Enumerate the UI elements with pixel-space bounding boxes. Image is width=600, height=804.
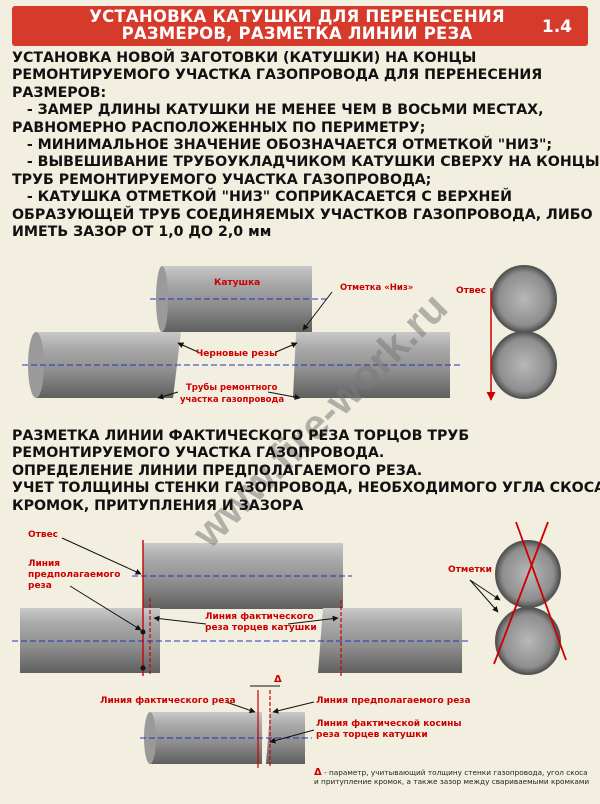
cross-section-top xyxy=(491,265,557,333)
leader-otves-2 xyxy=(61,537,142,575)
right-pipe xyxy=(293,332,450,398)
note-text-2: и притупление кромок, а также зазор межд… xyxy=(314,777,590,786)
intro-line: - ЗАМЕР ДЛИНЫ КАТУШКИ НЕ МЕНЕЕ ЧЕМ В ВОС… xyxy=(12,102,544,119)
section2-line: УЧЕТ ТОЛЩИНЫ СТЕНКИ ГАЗОПРОВОДА, НЕОБХОД… xyxy=(12,480,600,497)
label-chernovye-rezy: Черновые резы xyxy=(196,349,278,359)
note-text-1: - параметр, учитывающий толщину стенки г… xyxy=(321,768,588,777)
section2-text: РАЗМЕТКА ЛИНИИ ФАКТИЧЕСКОГО РЕЗА ТОРЦОВ … xyxy=(12,428,600,515)
label-predp-2: предполагаемого xyxy=(28,570,121,580)
intro-line: ОБРАЗУЮЩЕЙ ТРУБ СОЕДИНЯЕМЫХ УЧАСТКОВ ГАЗ… xyxy=(12,206,593,223)
label-otves-2: Отвес xyxy=(28,530,59,540)
label-predp-1: Линия xyxy=(28,559,61,569)
intro-line: РЕМОНТИРУЕМОГО УЧАСТКА ГАЗОПРОВОДА ДЛЯ П… xyxy=(12,67,543,84)
leader-truby-1 xyxy=(157,391,179,400)
label-kosiny-1: Линия фактической косины xyxy=(316,719,462,729)
label-fakt-reza: Линия фактического реза xyxy=(100,696,236,706)
leader-chernovye-2 xyxy=(275,342,298,353)
delta-note: Δ - параметр, учитывающий толщину стенки… xyxy=(314,767,596,787)
intro-line: ТРУБ РЕМОНТИРУЕМОГО УЧАСТКА ГАЗОПРОВОДА; xyxy=(12,171,432,188)
mark-line-2b xyxy=(493,521,549,665)
leader-otmetka-niz xyxy=(302,291,333,331)
leader-truby-2 xyxy=(267,391,301,400)
intro-line: ИМЕТЬ ЗАЗОР ОТ 1,0 ДО 2,0 мм xyxy=(12,224,272,241)
mark-dot-2 xyxy=(140,665,146,671)
intro-line: РАВНОМЕРНО РАСПОЛОЖЕННЫХ ПО ПЕРИМЕТРУ; xyxy=(12,119,426,136)
delta-symbol: Δ xyxy=(274,674,282,685)
section2-line: РЕМОНТИРУЕМОГО УЧАСТКА ГАЗОПРОВОДА. xyxy=(12,445,385,462)
diagram3 xyxy=(140,685,315,768)
section-number: 1.4 xyxy=(541,17,572,37)
leader-predp-2 xyxy=(69,585,142,631)
label-fakt-2: реза торцев катушки xyxy=(205,623,317,633)
leader-chernovye-1 xyxy=(177,342,199,353)
section2-line: ОПРЕДЕЛЕНИЕ ЛИНИИ ПРЕДПОЛАГАЕМОГО РЕЗА. xyxy=(12,462,423,479)
leader-fakt-2b xyxy=(287,615,339,625)
intro-line: РАЗМЕРОВ: xyxy=(12,84,107,101)
leader-fakt-3 xyxy=(225,701,256,714)
section2-line: РАЗМЕТКА ЛИНИИ ФАКТИЧЕСКОГО РЕЗА ТОРЦОВ … xyxy=(12,428,470,444)
label-predp-3: реза xyxy=(28,581,52,591)
leader-otmetki-a xyxy=(469,579,501,601)
diagram2 xyxy=(12,521,567,676)
label-fakt-1: Линия фактического xyxy=(205,612,314,622)
header-banner: УСТАНОВКА КАТУШКИ ДЛЯ ПЕРЕНЕСЕНИЯ РАЗМЕР… xyxy=(12,6,588,46)
intro-line: - МИНИМАЛЬНОЕ ЗНАЧЕНИЕ ОБОЗНАЧАЕТСЯ ОТМЕ… xyxy=(12,137,553,154)
intro-line: - ВЫВЕШИВАНИЕ ТРУБОУКЛАДЧИКОМ КАТУШКИ СВ… xyxy=(12,154,600,171)
label-truby-1: Трубы ремонтного xyxy=(186,383,278,393)
leader-otmetki-b xyxy=(469,579,499,613)
label-otmetka-niz: Отметка «Низ» xyxy=(340,283,414,293)
section2-line: КРОМОК, ПРИТУПЛЕНИЯ И ЗАЗОРА xyxy=(12,497,304,514)
label-kosiny-2: реза торцев катушки xyxy=(316,730,428,740)
title-line-2: РАЗМЕРОВ, РАЗМЕТКА ЛИНИИ РЕЗА xyxy=(121,24,473,43)
intro-text: УСТАНОВКА НОВОЙ ЗАГОТОВКИ (КАТУШКИ) НА К… xyxy=(12,50,600,241)
label-truby-2: участка газопровода xyxy=(180,395,285,405)
label-predp-reza: Линия предполагаемого реза xyxy=(316,696,471,706)
mark-dot-1 xyxy=(140,629,146,635)
cross-section-bottom xyxy=(491,331,557,399)
intro-line: УСТАНОВКА НОВОЙ ЗАГОТОВКИ (КАТУШКИ) НА К… xyxy=(12,50,477,66)
label-otmetki: Отметки xyxy=(448,565,492,575)
intro-line: - КАТУШКА ОТМЕТКОЙ "НИЗ" СОПРИКАСАЕТСЯ С… xyxy=(12,189,512,206)
label-katushka: Катушка xyxy=(214,278,261,288)
note-delta-symbol: Δ xyxy=(314,767,322,778)
leader-predp-3 xyxy=(272,701,315,714)
page-title: УСТАНОВКА КАТУШКИ ДЛЯ ПЕРЕНЕСЕНИЯ РАЗМЕР… xyxy=(64,8,530,42)
title-line-1: УСТАНОВКА КАТУШКИ ДЛЯ ПЕРЕНЕСЕНИЯ xyxy=(89,7,505,26)
leader-fakt-2a xyxy=(153,615,207,625)
mark-line-2a xyxy=(515,521,567,661)
label-otves: Отвес xyxy=(456,286,487,296)
leader-kosiny-3 xyxy=(269,729,315,744)
diagram1 xyxy=(22,265,557,401)
